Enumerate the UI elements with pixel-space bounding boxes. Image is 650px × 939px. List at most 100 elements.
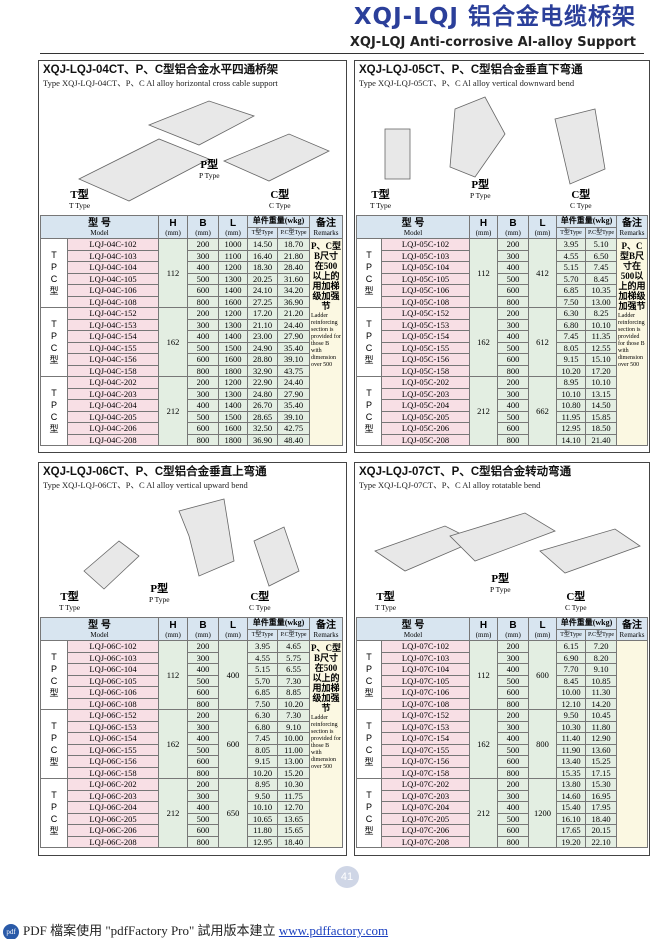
model-cell: LQJ-07C-156 [381, 755, 470, 768]
b-cell: 600 [497, 755, 529, 768]
pc-weight-cell: 48.40 [277, 433, 310, 446]
model-cell: LQJ-05C-205 [381, 410, 470, 423]
l-cell: 612 [528, 307, 557, 377]
pc-weight-cell: 35.40 [277, 399, 310, 412]
t-weight-cell: 18.30 [247, 261, 278, 274]
l-cell: 1600 [218, 422, 248, 435]
b-cell: 300 [497, 720, 529, 733]
h-cell: 212 [469, 778, 498, 848]
t-weight-cell: 8.45 [556, 674, 586, 687]
model-cell: LQJ-07C-108 [381, 697, 470, 710]
t-weight-cell: 7.70 [556, 663, 586, 676]
model-cell: LQJ-06C-204 [67, 801, 159, 814]
remarks-cn: P、C型B尺寸在500以上的用加梯级加强节 [618, 241, 646, 311]
l-header: L(mm) [528, 617, 557, 641]
b-cell: 400 [187, 330, 219, 343]
pc-weight-cell: 21.20 [277, 307, 310, 320]
pc-weight-cell: 18.50 [585, 422, 617, 435]
panel-subtitle: Type XQJ-LQJ-06CT、P、C Al alloy vertical … [43, 480, 248, 490]
b-cell: 400 [187, 399, 219, 412]
b-cell: 300 [497, 249, 529, 262]
model-cell: LQJ-04C-204 [67, 399, 159, 412]
l-cell: 1800 [218, 364, 248, 377]
pc-weight-cell: 21.40 [585, 433, 617, 446]
cable-tray-illustration [78, 100, 330, 202]
h-cell: 112 [158, 640, 188, 710]
remarks-cn: P、C型B尺寸在500以上的用加梯级加强节 [311, 241, 341, 311]
model-cell: LQJ-07C-158 [381, 766, 470, 779]
pc-weight-cell: 5.10 [585, 238, 617, 251]
pc-weight-cell: 27.90 [277, 330, 310, 343]
model-cell: LQJ-04C-108 [67, 295, 159, 308]
model-cell: LQJ-05C-206 [381, 422, 470, 435]
remarks-cell [616, 640, 648, 848]
b-header: B(mm) [187, 215, 219, 239]
c-type-en: C Type [269, 201, 291, 210]
pc-weight-cell: 12.55 [585, 341, 617, 354]
b-cell: 300 [187, 249, 219, 262]
pc-weight-cell: 11.35 [585, 330, 617, 343]
h-cell: 112 [469, 640, 498, 710]
t-weight-cell: 7.50 [556, 295, 586, 308]
b-cell: 200 [187, 778, 219, 791]
pc-type-header: P.C型Type [277, 628, 310, 641]
pc-weight-cell: 8.20 [585, 651, 617, 664]
t-weight-cell: 3.95 [556, 238, 586, 251]
pc-weight-cell: 15.85 [585, 410, 617, 423]
pc-weight-cell: 15.30 [585, 778, 617, 791]
page-subtitle: XQJ-LQJ Anti-corrosive Al-alloy Support [349, 35, 636, 50]
l-cell: 1200 [218, 261, 248, 274]
c-type-cn: C型 [250, 591, 270, 603]
t-weight-cell: 6.85 [556, 284, 586, 297]
h-cell: 212 [158, 376, 188, 446]
t-weight-cell: 6.30 [247, 709, 278, 722]
cable-tray-illustration [384, 96, 606, 185]
t-weight-cell: 12.10 [556, 697, 586, 710]
p-type-en: P Type [149, 595, 170, 604]
pc-weight-cell: 15.65 [277, 824, 310, 837]
illustration [355, 491, 649, 617]
model-cell: LQJ-05C-202 [381, 376, 470, 389]
pc-weight-cell: 12.90 [585, 732, 617, 745]
b-cell: 500 [187, 812, 219, 825]
t-weight-cell: 28.65 [247, 410, 278, 423]
footer-link[interactable]: www.pdffactory.com [278, 923, 389, 938]
model-cell: LQJ-05C-208 [381, 433, 470, 446]
panel-04c: XQJ-LQJ-04CT、P、C型铝合金水平四通桥架 Type XQJ-LQJ-… [38, 60, 347, 453]
l-cell: 1300 [218, 272, 248, 285]
t-weight-cell: 23.00 [247, 330, 278, 343]
t-weight-cell: 24.10 [247, 284, 278, 297]
panel-title: XQJ-LQJ-06CT、P、C型铝合金垂直上弯通 [43, 466, 267, 478]
model-cell: LQJ-04C-104 [67, 261, 159, 274]
pc-type-header: P.C型Type [585, 628, 617, 641]
model-cell: LQJ-04C-106 [67, 284, 159, 297]
